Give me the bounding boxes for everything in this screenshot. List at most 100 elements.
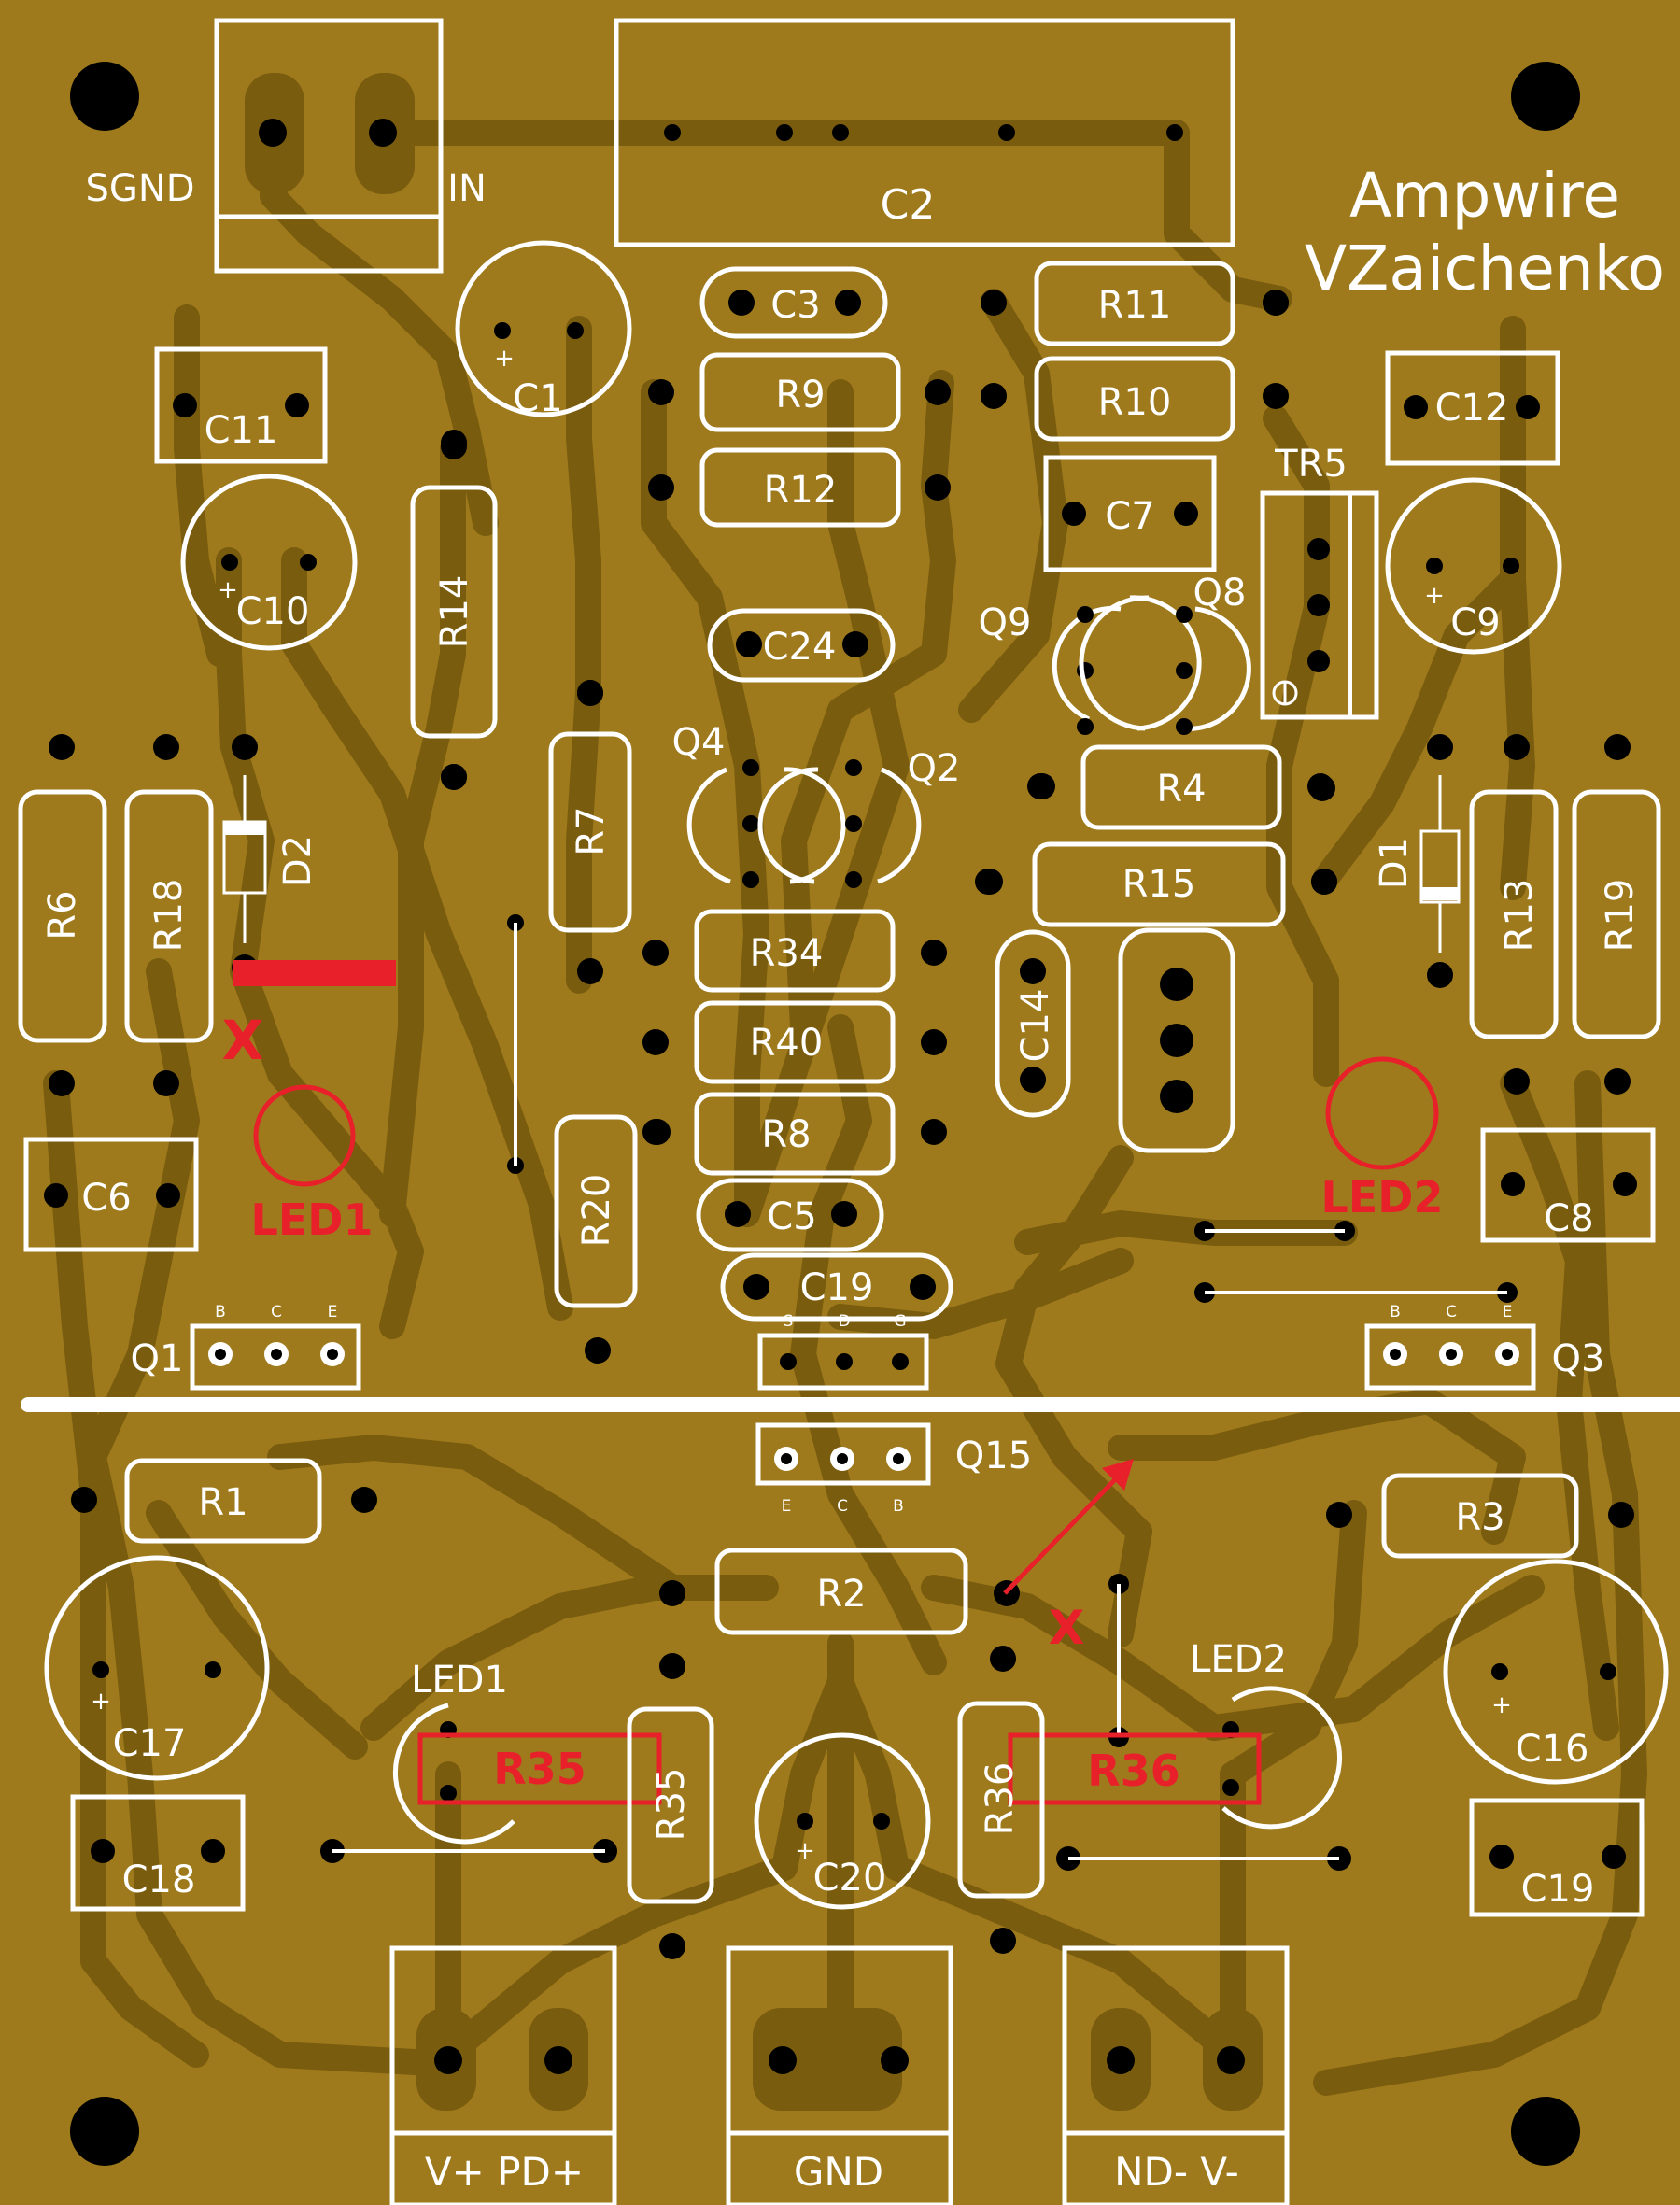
pin-d: D <box>838 1312 850 1331</box>
jumpers-right <box>1194 1221 1518 1303</box>
label-r1: R1 <box>198 1481 247 1524</box>
resistor-r19: R19 <box>1572 734 1661 1095</box>
label-r18: R18 <box>148 879 191 953</box>
label-q4: Q4 <box>672 721 726 764</box>
cap-c2: C2 <box>614 18 1235 247</box>
resistor-r35: R35 <box>627 1706 714 1904</box>
label-r2: R2 <box>816 1573 866 1616</box>
mounting-hole-top-right <box>1511 62 1580 131</box>
label-r3: R3 <box>1455 1496 1504 1539</box>
diode-d2: D2 <box>222 734 319 981</box>
cap-c7: C7 <box>1043 455 1217 572</box>
resistor-r34: R34 <box>642 909 947 993</box>
cap-c1: + C1 <box>455 240 632 420</box>
resistor-r12: R12 <box>648 447 951 528</box>
transistor-q1: B C E Q1 <box>131 1303 361 1391</box>
q1-pin-e: E <box>328 1303 338 1322</box>
connector-vminus: ND- V- <box>1062 1945 1290 2205</box>
label-c10: C10 <box>236 590 310 633</box>
label-led1: LED1 <box>411 1659 508 1702</box>
annotation-led2-label: LED2 <box>1321 1172 1444 1223</box>
label-c18: C18 <box>122 1859 196 1901</box>
label-c19-upper: C19 <box>800 1266 874 1309</box>
brand-line2: VZaichenko <box>1305 233 1665 304</box>
label-q9: Q9 <box>979 601 1032 644</box>
label-c16: C16 <box>1516 1728 1589 1771</box>
cap-c10: + C10 <box>180 474 358 651</box>
label-c5: C5 <box>767 1195 816 1238</box>
led2-footprint: LED2 R36 <box>1008 1638 1342 1830</box>
label-c17: C17 <box>113 1722 187 1765</box>
cap-c6: C6 <box>23 1137 199 1252</box>
q3-pin-b: B <box>1390 1303 1401 1322</box>
label-r12: R12 <box>764 469 838 512</box>
resistor-r6: R6 <box>18 734 107 1096</box>
label-r6: R6 <box>41 890 84 940</box>
label-q15: Q15 <box>955 1435 1032 1477</box>
cap-c3: C3 <box>699 266 888 339</box>
mounting-hole-bottom-left <box>70 2097 139 2166</box>
jumper-left <box>507 914 524 1174</box>
connector-gnd: GND <box>726 1945 953 2205</box>
q1-pin-c: C <box>271 1303 282 1322</box>
transistor-q3: B C E Q3 <box>1364 1303 1604 1391</box>
label-c24: C24 <box>763 626 837 669</box>
label-r9: R9 <box>775 374 825 417</box>
label-d2: D2 <box>276 835 319 887</box>
resistor-r10: R10 <box>981 356 1289 442</box>
label-led2: LED2 <box>1190 1638 1287 1681</box>
annotation-r36: R36 <box>1087 1746 1179 1796</box>
connector-vplus: V+ PD+ <box>389 1945 617 2205</box>
label-vplus: V+ PD+ <box>425 2149 584 2195</box>
mounting-hole-top-left <box>70 62 139 131</box>
label-c19-lower: C19 <box>1521 1868 1595 1911</box>
mounting-hole-bottom-right <box>1511 2097 1580 2166</box>
q3-pin-e: E <box>1503 1303 1513 1322</box>
resistor-r18: R18 <box>124 734 214 1096</box>
label-c12: C12 <box>1435 387 1509 430</box>
label-q2: Q2 <box>908 747 961 790</box>
resistor-r20: R20 <box>554 1114 671 1364</box>
c1-plus: + <box>494 345 515 373</box>
label-gnd: GND <box>794 2149 883 2195</box>
label-r35: R35 <box>650 1768 693 1842</box>
transistor-q8: Q8 <box>1079 572 1251 735</box>
label-r14: R14 <box>433 575 476 649</box>
label-in: IN <box>447 167 487 210</box>
transistor-q15: E C B Q15 <box>755 1422 1032 1516</box>
label-c6: C6 <box>81 1177 131 1220</box>
label-r15: R15 <box>1122 863 1196 906</box>
label-vminus: ND- V- <box>1114 2149 1239 2195</box>
q3-pin-c: C <box>1446 1303 1457 1322</box>
brand-line1: Ampwire <box>1349 160 1620 232</box>
label-c8: C8 <box>1544 1197 1593 1240</box>
resistor-r40: R40 <box>642 1000 947 1084</box>
diode-d1: D1 <box>1373 734 1461 988</box>
label-c3: C3 <box>770 284 820 327</box>
label-c14: C14 <box>1014 989 1057 1063</box>
label-q8: Q8 <box>1193 572 1247 615</box>
annotation-x-lower: X <box>1049 1601 1085 1655</box>
c16-plus: + <box>1491 1691 1512 1719</box>
input-connector: SGND IN <box>85 18 487 274</box>
label-d1: D1 <box>1373 837 1416 889</box>
resistor-r2: R2 <box>659 1548 1020 1635</box>
trimmer-tr5: TR5 <box>1260 443 1379 720</box>
fet-sdg: S D G <box>757 1312 929 1391</box>
label-c2: C2 <box>881 181 936 229</box>
label-r40: R40 <box>750 1022 824 1065</box>
resistor-r9: R9 <box>648 352 951 432</box>
label-r36: R36 <box>979 1762 1022 1836</box>
q15-pin-e: E <box>782 1497 792 1516</box>
cap-c11: C11 <box>154 346 328 464</box>
label-c1: C1 <box>513 377 562 420</box>
cap-c20: + C20 <box>754 1732 931 1910</box>
transistor-q4: Q4 <box>672 721 846 888</box>
label-r34: R34 <box>750 932 824 975</box>
label-r10: R10 <box>1098 381 1172 424</box>
brand-block: Ampwire VZaichenko <box>1305 160 1665 304</box>
annotation-r35: R35 <box>493 1744 586 1794</box>
cap-c8: C8 <box>1480 1127 1656 1243</box>
jumper-led2 <box>1108 1574 1129 1747</box>
